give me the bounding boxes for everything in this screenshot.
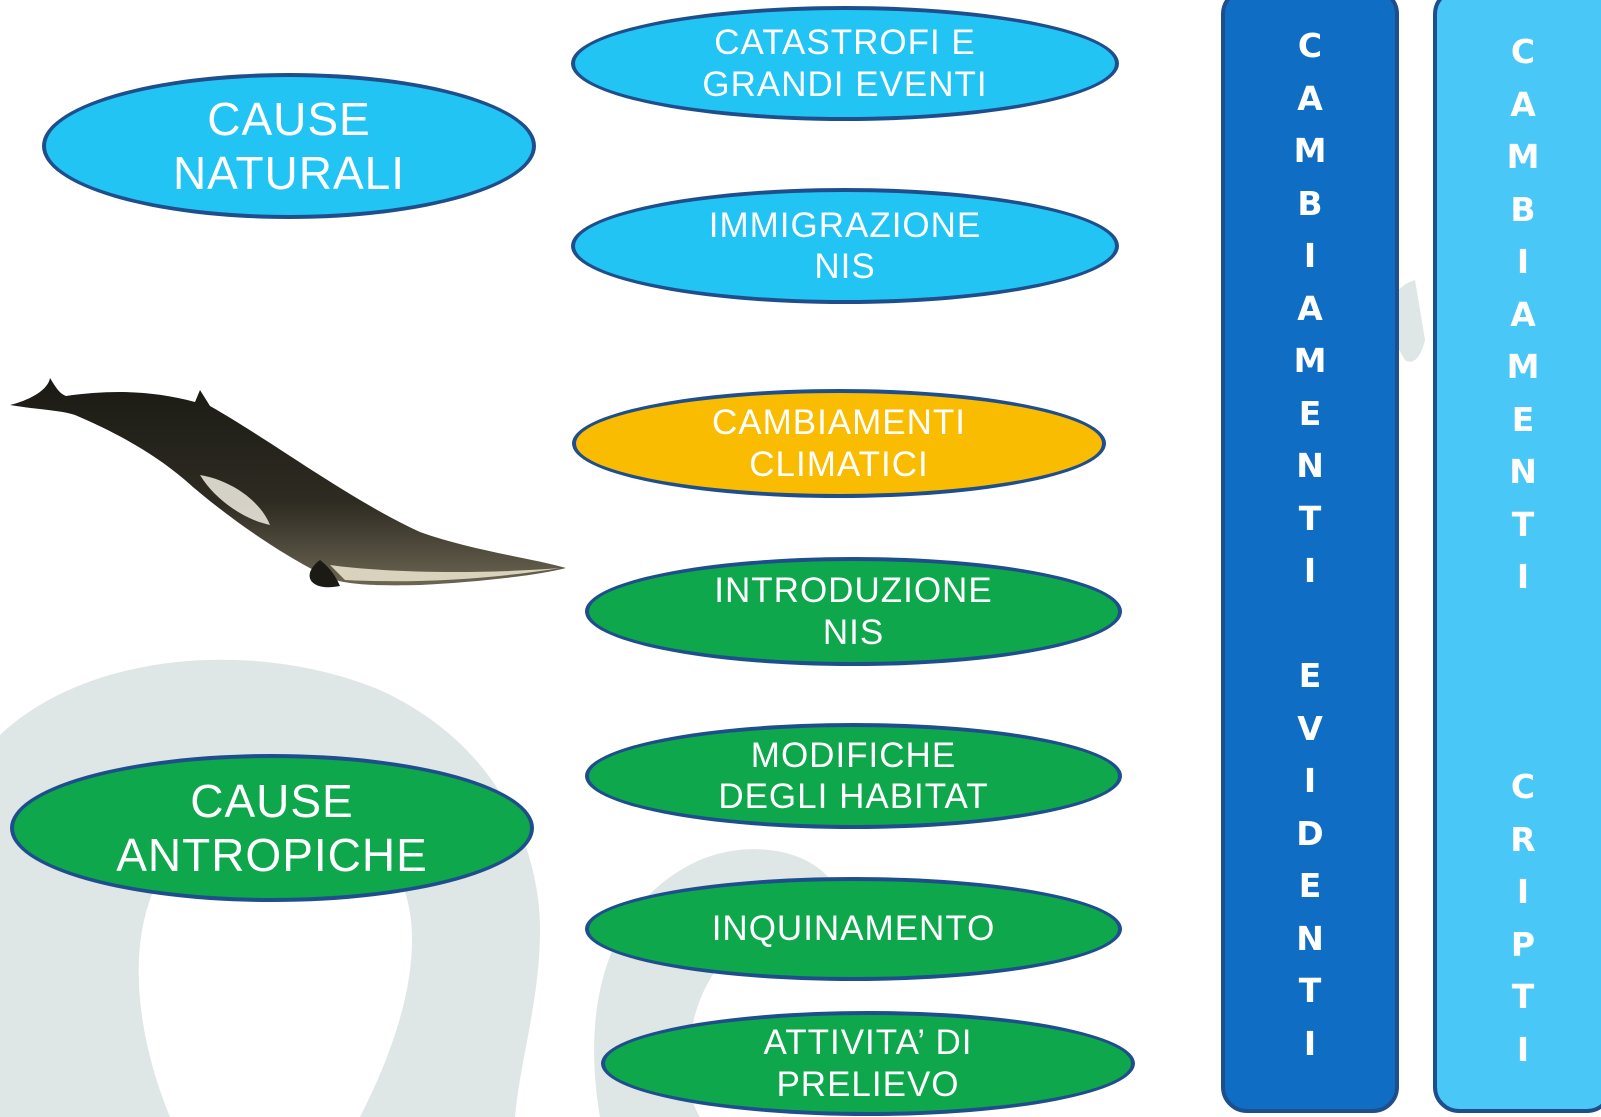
column-letter: P (1510, 924, 1536, 964)
column-letter: V (1297, 708, 1323, 748)
cause-attivita-prelievo: ATTIVITA’ DI PRELIEVO (601, 1011, 1135, 1116)
column-spacer (1304, 598, 1316, 651)
cause-modifiche-habitat: MODIFICHE DEGLI HABITAT (585, 723, 1122, 829)
column-letter: I (1303, 551, 1317, 590)
column-letter: I (1303, 236, 1317, 275)
column-letter: M (1293, 131, 1327, 170)
column-cambiamenti-evidenti: C A M B I A M E N T I E V I D E N T I (1221, 0, 1399, 1113)
category-cause-naturali: CAUSE NATURALI (42, 73, 536, 219)
whale-icon (10, 378, 566, 588)
column-cambiamenti-cripti: C A M B I A M E N T I C R I P T I (1433, 0, 1601, 1113)
cause-immigrazione-nis-label: IMMIGRAZIONE NIS (708, 205, 982, 286)
column-letter: R (1510, 819, 1536, 859)
column-letter: A (1297, 78, 1323, 118)
column-letter: E (1298, 866, 1322, 905)
column-letter: N (1296, 918, 1324, 958)
column-letter: E (1298, 656, 1322, 695)
cause-immigrazione-nis: IMMIGRAZIONE NIS (571, 188, 1119, 304)
column-letter: T (1511, 504, 1535, 544)
column-spacer (1517, 656, 1529, 709)
column-letter: M (1293, 341, 1327, 380)
cause-inquinamento: INQUINAMENTO (585, 877, 1122, 981)
category-cause-antropiche: CAUSE ANTROPICHE (10, 754, 534, 902)
column-letter: M (1506, 137, 1540, 176)
cause-catastrofi: CATASTROFI E GRANDI EVENTI (571, 6, 1119, 121)
column-evidenti-text: C A M B I A M E N T I E V I D E N T I (1294, 0, 1327, 1109)
column-letter: M (1506, 347, 1540, 386)
column-letter: I (1516, 872, 1530, 911)
cause-cambiamenti-climatici: CAMBIAMENTI CLIMATICI (572, 389, 1106, 498)
column-letter: E (1511, 399, 1535, 439)
category-cause-antropiche-label: CAUSE ANTROPICHE (116, 774, 428, 881)
column-spacer (1517, 604, 1529, 657)
cause-inquinamento-label: INQUINAMENTO (711, 909, 996, 949)
column-letter: T (1298, 971, 1322, 1010)
cause-introduzione-nis: INTRODUZIONE NIS (585, 557, 1122, 666)
column-letter: I (1516, 242, 1530, 281)
cause-attivita-prelievo-label: ATTIVITA’ DI PRELIEVO (763, 1023, 973, 1104)
cause-introduzione-nis-label: INTRODUZIONE NIS (714, 571, 993, 652)
column-letter: T (1298, 498, 1322, 538)
column-letter: I (1303, 761, 1317, 800)
column-letter: A (1510, 294, 1536, 334)
column-letter: C (1510, 767, 1536, 806)
column-letter: I (1516, 557, 1530, 596)
column-letter: A (1510, 84, 1536, 124)
category-cause-naturali-label: CAUSE NATURALI (172, 92, 406, 199)
cause-modifiche-habitat-label: MODIFICHE DEGLI HABITAT (718, 735, 989, 816)
column-letter: N (1296, 446, 1324, 485)
column-letter: T (1511, 977, 1535, 1016)
column-letter: D (1296, 813, 1324, 853)
column-letter: I (1303, 1023, 1317, 1063)
column-letter: I (1516, 1029, 1530, 1069)
column-letter: B (1297, 183, 1323, 223)
column-letter: A (1297, 288, 1323, 328)
column-letter: C (1510, 32, 1536, 71)
column-cripti-text: C A M B I A M E N T I C R I P T I (1507, 0, 1540, 1109)
column-letter: C (1297, 26, 1323, 65)
column-spacer (1517, 709, 1529, 762)
column-letter: E (1298, 393, 1322, 433)
cause-cambiamenti-climatici-label: CAMBIAMENTI CLIMATICI (711, 403, 967, 484)
cause-catastrofi-label: CATASTROFI E GRANDI EVENTI (702, 23, 988, 104)
column-letter: B (1510, 189, 1536, 229)
column-letter: N (1509, 452, 1537, 491)
